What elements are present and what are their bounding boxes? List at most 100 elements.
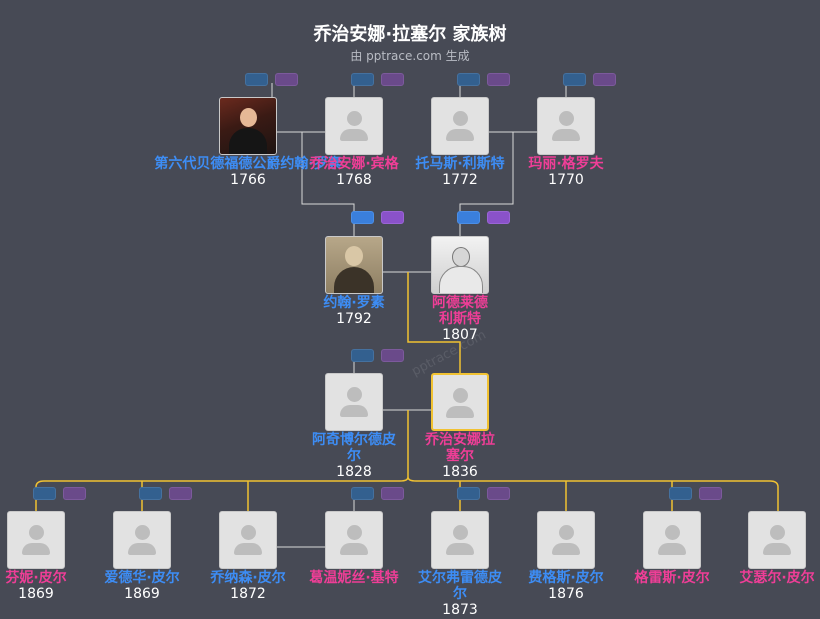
person-card[interactable]: 费格斯·皮尔 1876	[511, 511, 621, 602]
person-birth-year: 1876	[548, 586, 584, 602]
node-actions-p4	[563, 73, 617, 86]
add-partner-button[interactable]	[487, 211, 510, 224]
add-partner-button[interactable]	[275, 73, 298, 86]
person-photo[interactable]	[219, 97, 277, 155]
person-card[interactable]: 乔治安娜·宾格 1768	[299, 97, 409, 188]
person-name[interactable]: 艾瑟尔·皮尔	[739, 570, 815, 586]
person-name[interactable]: 费格斯·皮尔	[528, 570, 604, 586]
person-name[interactable]: 阿奇博尔德皮尔	[312, 432, 396, 464]
add-partner-button[interactable]	[381, 349, 404, 362]
page-title: 乔治安娜·拉塞尔 家族树	[313, 24, 507, 45]
person-placeholder-icon[interactable]	[325, 97, 383, 155]
add-partner-button[interactable]	[699, 487, 722, 500]
person-card[interactable]: 第六代贝德福德公爵约翰·罗素 1766	[154, 97, 342, 188]
add-partner-button[interactable]	[487, 73, 510, 86]
node-actions-p3	[457, 73, 511, 86]
add-parent-button[interactable]	[351, 349, 374, 362]
node-actions-p10	[139, 487, 193, 500]
add-parent-button[interactable]	[33, 487, 56, 500]
person-placeholder-icon[interactable]	[325, 511, 383, 569]
person-name[interactable]: 约翰·罗素	[323, 295, 385, 311]
person-card-focus[interactable]: 乔治安娜拉塞尔 1836	[405, 373, 515, 480]
node-actions-p6	[457, 211, 511, 224]
add-parent-button[interactable]	[669, 487, 692, 500]
person-card[interactable]: 格雷斯·皮尔	[617, 511, 727, 586]
add-partner-button[interactable]	[63, 487, 86, 500]
page-subtitle: 由 pptrace.com 生成	[350, 49, 470, 63]
person-card[interactable]: 阿德莱德利斯特 1807	[405, 236, 515, 343]
add-parent-button[interactable]	[563, 73, 586, 86]
person-name[interactable]: 爱德华·皮尔	[104, 570, 180, 586]
node-actions-p1	[245, 73, 299, 86]
person-birth-year: 1766	[230, 172, 266, 188]
person-name[interactable]: 阿德莱德利斯特	[432, 295, 488, 327]
person-birth-year: 1770	[548, 172, 584, 188]
person-card[interactable]: 葛温妮丝·基特	[299, 511, 409, 586]
add-partner-button[interactable]	[381, 211, 404, 224]
person-birth-year: 1768	[336, 172, 372, 188]
person-placeholder-icon[interactable]	[643, 511, 701, 569]
add-partner-button[interactable]	[381, 73, 404, 86]
add-parent-button[interactable]	[351, 487, 374, 500]
node-actions-p5	[351, 211, 405, 224]
person-birth-year: 1869	[18, 586, 54, 602]
person-birth-year: 1869	[124, 586, 160, 602]
person-placeholder-icon[interactable]	[537, 511, 595, 569]
person-card[interactable]: 阿奇博尔德皮尔 1828	[299, 373, 409, 480]
person-card[interactable]: 托马斯·利斯特 1772	[405, 97, 515, 188]
person-name[interactable]: 葛温妮丝·基特	[309, 570, 399, 586]
person-name[interactable]: 乔治安娜·宾格	[309, 156, 399, 172]
person-placeholder-icon[interactable]	[113, 511, 171, 569]
person-card[interactable]: 约翰·罗素 1792	[299, 236, 409, 327]
person-placeholder-icon[interactable]	[431, 97, 489, 155]
person-name[interactable]: 艾尔弗雷德皮尔	[418, 570, 502, 602]
person-placeholder-icon[interactable]	[325, 373, 383, 431]
person-birth-year: 1872	[230, 586, 266, 602]
person-placeholder-icon[interactable]	[431, 511, 489, 569]
person-birth-year: 1792	[336, 311, 372, 327]
person-name[interactable]: 格雷斯·皮尔	[634, 570, 710, 586]
person-birth-year: 1807	[442, 327, 478, 343]
add-parent-button[interactable]	[351, 211, 374, 224]
person-birth-year: 1828	[336, 464, 372, 480]
person-placeholder-icon[interactable]	[7, 511, 65, 569]
person-card[interactable]: 乔纳森·皮尔 1872	[193, 511, 303, 602]
person-name[interactable]: 乔治安娜拉塞尔	[425, 432, 495, 464]
node-actions-p12	[351, 487, 405, 500]
node-actions-p7	[351, 349, 405, 362]
person-name[interactable]: 托马斯·利斯特	[415, 156, 505, 172]
person-placeholder-icon[interactable]	[219, 511, 277, 569]
person-photo[interactable]	[325, 236, 383, 294]
person-birth-year: 1873	[442, 602, 478, 618]
add-partner-button[interactable]	[487, 487, 510, 500]
person-placeholder-icon[interactable]	[748, 511, 806, 569]
person-name[interactable]: 芬妮·皮尔	[5, 570, 67, 586]
person-card[interactable]: 爱德华·皮尔 1869	[87, 511, 197, 602]
person-card[interactable]: 艾瑟尔·皮尔	[722, 511, 820, 586]
person-placeholder-icon[interactable]	[537, 97, 595, 155]
add-parent-button[interactable]	[351, 73, 374, 86]
person-card[interactable]: 玛丽·格罗夫 1770	[511, 97, 621, 188]
node-actions-p13	[457, 487, 511, 500]
person-birth-year: 1836	[442, 464, 478, 480]
add-partner-button[interactable]	[169, 487, 192, 500]
add-parent-button[interactable]	[457, 487, 480, 500]
person-card[interactable]: 艾尔弗雷德皮尔 1873	[405, 511, 515, 618]
node-actions-p15	[669, 487, 723, 500]
person-card[interactable]: 芬妮·皮尔 1869	[0, 511, 91, 602]
add-parent-button[interactable]	[457, 211, 480, 224]
person-name[interactable]: 乔纳森·皮尔	[210, 570, 286, 586]
person-birth-year: 1772	[442, 172, 478, 188]
node-actions-p2	[351, 73, 405, 86]
node-actions-p9	[33, 487, 87, 500]
person-photo[interactable]	[431, 236, 489, 294]
add-parent-button[interactable]	[245, 73, 268, 86]
person-placeholder-icon[interactable]	[431, 373, 489, 431]
person-name[interactable]: 第六代贝德福德公爵约翰·罗素	[154, 156, 342, 172]
add-parent-button[interactable]	[457, 73, 480, 86]
add-partner-button[interactable]	[593, 73, 616, 86]
add-partner-button[interactable]	[381, 487, 404, 500]
person-name[interactable]: 玛丽·格罗夫	[528, 156, 604, 172]
add-parent-button[interactable]	[139, 487, 162, 500]
